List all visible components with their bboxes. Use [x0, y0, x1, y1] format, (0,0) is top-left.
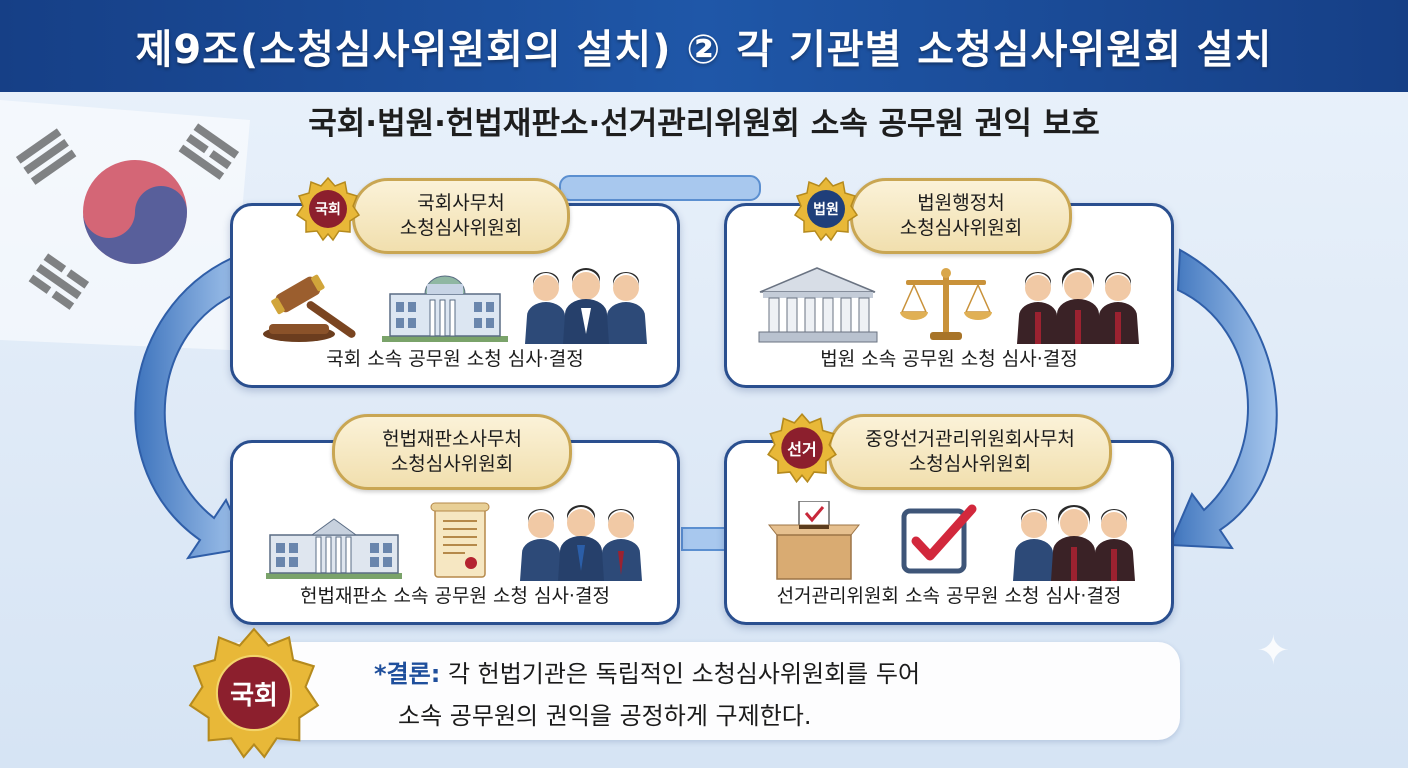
- plaque-title: 국회사무처: [417, 192, 505, 214]
- scales-icon: [900, 268, 993, 340]
- plaque-national-assembly: 국회사무처 소청심사위원회: [352, 178, 570, 254]
- card-icons: [747, 501, 1151, 581]
- conclusion-text1: 각 헌법기관은 독립적인 소청심사위원회를 두어: [440, 660, 921, 688]
- plaque-subtitle: 소청심사위원회: [399, 217, 523, 239]
- judges-icon: [1012, 505, 1135, 581]
- building-icon: [265, 518, 402, 579]
- plaque-subtitle: 소청심사위원회: [390, 453, 514, 475]
- card-caption: 법원 소속 공무원 소청 심사·결정: [820, 348, 1078, 370]
- officials-icon: [520, 505, 643, 581]
- taegukgi-flag-icon: [0, 100, 250, 350]
- plaque-constitutional-court: 헌법재판소사무처 소청심사위원회: [332, 414, 572, 490]
- plaque-election-commission: 중앙선거관리위원회사무처 소청심사위원회: [828, 414, 1112, 490]
- seal-election-icon: 선거: [766, 412, 838, 484]
- ballot-box-icon: [768, 501, 861, 580]
- gavel-icon: [262, 274, 356, 342]
- right-curved-arrow: [1168, 248, 1278, 550]
- card-icons: [253, 264, 657, 344]
- conclusion-box: *결론: 각 헌법기관은 독립적인 소청심사위원회를 두어 소속 공무원의 권익…: [220, 642, 1180, 740]
- building-icon: [381, 275, 508, 342]
- left-curved-arrow: [134, 256, 250, 560]
- page-title: 제9조(소청심사위원회의 설치) ② 각 기관별 소청심사위원회 설치: [135, 27, 1273, 73]
- conclusion-line2: 소속 공무원의 권익을 공정하게 구제한다.: [398, 702, 812, 730]
- plaque-subtitle: 소청심사위원회: [908, 453, 1032, 475]
- plaque-title: 중앙선거관리위원회사무처: [865, 428, 1075, 450]
- conclusion-label: *결론:: [374, 660, 441, 688]
- card-caption: 국회 소속 공무원 소청 심사·결정: [326, 348, 584, 370]
- scroll-icon: [430, 502, 490, 578]
- national-assembly-emblem-icon: 국회: [186, 625, 322, 761]
- header-banner: 제9조(소청심사위원회의 설치) ② 각 기관별 소청심사위원회 설치: [0, 0, 1408, 92]
- plaque-court: 법원행정처 소청심사위원회: [850, 178, 1072, 254]
- conclusion-line1: *결론: 각 헌법기관은 독립적인 소청심사위원회를 두어: [374, 654, 920, 689]
- seal-court-icon: 법원: [793, 176, 859, 242]
- card-national-assembly: 국회 소속 공무원 소청 심사·결정: [230, 203, 680, 388]
- card-caption: 선거관리위원회 소속 공무원 소청 심사·결정: [776, 585, 1122, 607]
- top-connector: [559, 175, 761, 201]
- sparkle-icon: ✦: [1256, 628, 1290, 674]
- plaque-title: 법원행정처: [917, 192, 1005, 214]
- plaque-title: 헌법재판소사무처: [382, 428, 522, 450]
- subtitle: 국회·법원·헌법재판소·선거관리위원회 소속 공무원 권익 보호: [308, 106, 1100, 142]
- officials-icon: [525, 268, 648, 344]
- card-caption: 헌법재판소 소속 공무원 소청 심사·결정: [300, 585, 610, 607]
- card-constitutional-court: 헌법재판소 소속 공무원 소청 심사·결정: [230, 440, 680, 625]
- judges-icon: [1016, 268, 1139, 344]
- card-icons: [253, 501, 657, 581]
- mid-connector: [681, 527, 729, 551]
- checkbox-icon: [901, 504, 977, 574]
- card-court: 법원 소속 공무원 소청 심사·결정: [724, 203, 1174, 388]
- seal-national-assembly-icon: 국회: [295, 176, 361, 242]
- card-icons: [747, 264, 1151, 344]
- courthouse-icon: [758, 267, 878, 343]
- plaque-subtitle: 소청심사위원회: [899, 217, 1023, 239]
